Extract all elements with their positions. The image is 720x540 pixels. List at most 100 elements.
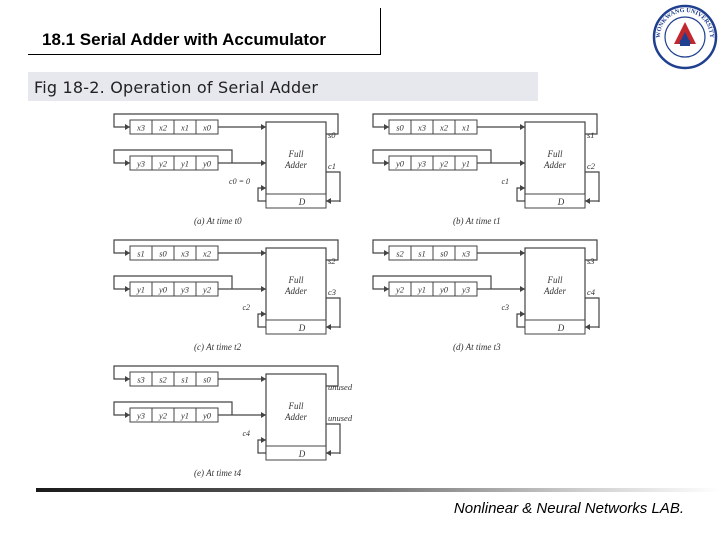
arrowhead xyxy=(384,124,389,130)
arrowhead xyxy=(261,311,266,317)
arrowhead xyxy=(326,450,331,456)
arrowhead xyxy=(261,376,266,382)
full-adder-label: Full xyxy=(547,275,563,285)
carry-output-label: c2 xyxy=(587,161,596,171)
x-register-bit: x2 xyxy=(158,123,168,133)
arrowhead xyxy=(520,160,525,166)
y-register-bit: y1 xyxy=(417,285,426,295)
y-rotate-path xyxy=(113,149,233,164)
y-register-bit: y0 xyxy=(202,411,212,421)
full-adder-label: Adder xyxy=(284,412,307,422)
y-register-bit: y3 xyxy=(180,285,189,295)
carry-output-path xyxy=(326,171,341,202)
arrowhead xyxy=(261,250,266,256)
arrowhead xyxy=(520,250,525,256)
arrowhead xyxy=(261,185,266,191)
y-register-bit: y1 xyxy=(136,285,145,295)
y-register-bit: y1 xyxy=(461,159,470,169)
x-register-bit: s1 xyxy=(181,375,189,385)
y-register-bit: y2 xyxy=(158,159,168,169)
d-flipflop-box xyxy=(265,319,327,335)
y-register-bit: y3 xyxy=(461,285,470,295)
panel-caption: (d) At time t3 xyxy=(453,342,501,352)
full-adder-box xyxy=(524,121,586,203)
y-rotate-path xyxy=(372,275,492,290)
carry-output-label: unused xyxy=(328,413,353,423)
arrowhead xyxy=(125,124,130,130)
arrowhead xyxy=(125,286,130,292)
arrowhead xyxy=(585,324,590,330)
full-adder-label: Full xyxy=(288,401,304,411)
arrowhead xyxy=(261,412,266,418)
arrowhead xyxy=(520,124,525,130)
y-register-bit: y2 xyxy=(439,159,449,169)
full-adder-label: Full xyxy=(288,149,304,159)
y-register-bit: y1 xyxy=(180,159,189,169)
carry-in-label: c3 xyxy=(501,303,509,312)
sum-feedback-path xyxy=(372,239,598,261)
footer-rule xyxy=(36,488,720,492)
x-register-bit: s0 xyxy=(396,123,404,133)
full-adder-label: Adder xyxy=(284,286,307,296)
figure-caption-bar: Fig 18-2. Operation of Serial Adder xyxy=(28,72,538,101)
title-divider xyxy=(380,8,381,55)
d-flipflop-label: D xyxy=(298,449,306,459)
title-underline xyxy=(28,54,380,55)
panel-caption: (e) At time t4 xyxy=(194,468,242,478)
arrowhead xyxy=(384,160,389,166)
sum-feedback-path xyxy=(113,113,339,135)
sum-output-label: s1 xyxy=(587,130,595,140)
y-register-bit: y3 xyxy=(136,411,145,421)
d-flipflop-label: D xyxy=(557,323,565,333)
full-adder-label: Adder xyxy=(284,160,307,170)
y-register-bit: y0 xyxy=(202,159,212,169)
y-register-bit: y0 xyxy=(395,159,405,169)
arrowhead xyxy=(326,198,331,204)
y-rotate-path xyxy=(113,275,233,290)
full-adder-label: Full xyxy=(547,149,563,159)
x-register-bit: s0 xyxy=(440,249,448,259)
lab-footer: Nonlinear & Neural Networks LAB. xyxy=(453,500,684,517)
y-register-bit: y0 xyxy=(439,285,449,295)
university-seal-icon: WONKWANG UNIVERSITY xyxy=(652,4,718,70)
arrowhead xyxy=(520,286,525,292)
carry-output-path xyxy=(585,171,600,202)
x-register-bit: x1 xyxy=(180,123,189,133)
arrowhead xyxy=(585,198,590,204)
x-register-bit: x0 xyxy=(202,123,212,133)
d-flipflop-label: D xyxy=(298,323,306,333)
y-register-bit: y3 xyxy=(417,159,426,169)
arrowhead xyxy=(125,376,130,382)
x-register-bit: x3 xyxy=(180,249,189,259)
x-register-bit: x2 xyxy=(439,123,449,133)
carry-output-path xyxy=(326,297,341,328)
d-flipflop-box xyxy=(524,319,586,335)
full-adder-label: Full xyxy=(288,275,304,285)
sum-feedback-path xyxy=(372,113,598,135)
arrowhead xyxy=(261,124,266,130)
d-flipflop-box xyxy=(265,193,327,209)
carry-in-label: c0 = 0 xyxy=(229,177,250,186)
d-flipflop-label: D xyxy=(557,197,565,207)
full-adder-box xyxy=(265,247,327,329)
carry-output-path xyxy=(326,423,341,454)
d-flipflop-box xyxy=(524,193,586,209)
arrowhead xyxy=(326,324,331,330)
x-register-bit: x1 xyxy=(461,123,470,133)
full-adder-box xyxy=(265,373,327,455)
carry-in-label: c4 xyxy=(242,429,250,438)
arrowhead xyxy=(125,250,130,256)
sum-output-label: s0 xyxy=(328,130,336,140)
carry-output-path xyxy=(585,297,600,328)
x-register-bit: s0 xyxy=(159,249,167,259)
x-register-bit: x3 xyxy=(136,123,145,133)
sum-output-label: s2 xyxy=(328,256,336,266)
arrowhead xyxy=(261,286,266,292)
carry-output-label: c4 xyxy=(587,287,596,297)
y-register-bit: y0 xyxy=(158,285,168,295)
panel-caption: (c) At time t2 xyxy=(194,342,242,352)
y-register-bit: y3 xyxy=(136,159,145,169)
